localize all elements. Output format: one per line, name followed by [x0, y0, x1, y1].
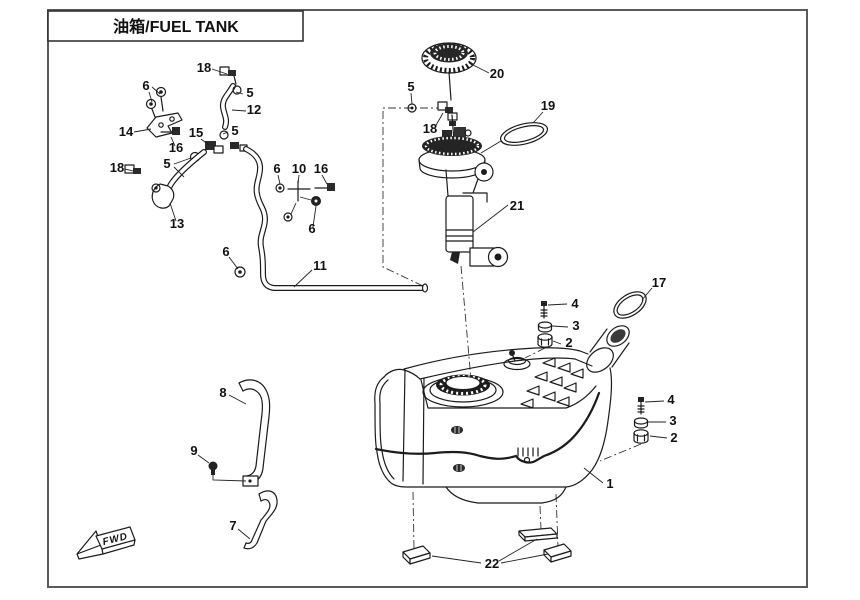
- clamp-icon: [234, 266, 246, 278]
- callout-label-8: 8: [219, 385, 226, 400]
- fastener-stack-right: [633, 397, 649, 444]
- callout-label-18: 18: [423, 121, 437, 136]
- grommet-icon: [145, 98, 157, 110]
- callout-label-7: 7: [229, 518, 236, 533]
- fuel-hose-11: [234, 146, 429, 293]
- tank-rib-wedges: [520, 357, 584, 409]
- callout-label-5: 5: [246, 85, 253, 100]
- mount-strap-short: [243, 490, 278, 550]
- callout-label-5: 5: [231, 123, 238, 138]
- callout-label-12: 12: [247, 102, 261, 117]
- callout-label-17: 17: [652, 275, 666, 290]
- callout-label-3: 3: [572, 318, 579, 333]
- title-block: 油箱/FUEL TANK: [47, 10, 304, 42]
- callout-label-1: 1: [606, 476, 613, 491]
- callout-label-6: 6: [308, 221, 315, 236]
- rubber-pads: [402, 527, 572, 565]
- callout-label-5: 5: [407, 79, 414, 94]
- strap-bolt: [208, 461, 247, 482]
- pump-seal-ring: [480, 122, 549, 154]
- grommet-icon: [151, 183, 161, 193]
- callout-label-11: 11: [313, 258, 327, 273]
- fuel-cap: [421, 42, 477, 101]
- callout-label-6: 6: [142, 78, 149, 93]
- fwd-direction-marker: FWD: [76, 526, 136, 560]
- clamp-icon: [232, 85, 242, 95]
- callout-label-16: 16: [314, 161, 328, 176]
- callout-label-9: 9: [190, 443, 197, 458]
- callout-label-18: 18: [197, 60, 211, 75]
- callout-label-5: 5: [163, 156, 170, 171]
- callout-label-2: 2: [565, 335, 572, 350]
- page-title: 油箱/FUEL TANK: [113, 17, 239, 36]
- callout-label-10: 10: [292, 161, 306, 176]
- callout-label-15: 15: [189, 125, 203, 140]
- callout-label-4: 4: [667, 392, 675, 407]
- callout-label-21: 21: [510, 198, 524, 213]
- callout-label-2: 2: [670, 430, 677, 445]
- callout-label-13: 13: [170, 216, 184, 231]
- fastener-stack-left: [537, 301, 553, 348]
- page-border: [47, 9, 808, 588]
- molded-mark: [451, 426, 463, 434]
- leader-lines: [124, 62, 668, 564]
- fuel-tank-body: [374, 325, 630, 504]
- callout-label-6: 6: [222, 244, 229, 259]
- callout-label-18: 18: [110, 160, 124, 175]
- construction-lines: [382, 107, 642, 550]
- callout-label-20: 20: [490, 66, 504, 81]
- vent-hose-fittings-cluster: [124, 66, 335, 222]
- grommet-icon: [283, 212, 293, 222]
- filler-neck-seal: [613, 291, 647, 319]
- molded-mark: [453, 464, 465, 472]
- grommet-icon: [311, 196, 321, 206]
- callout-label-16: 16: [169, 140, 183, 155]
- callout-label-19: 19: [541, 98, 555, 113]
- callout-label-6: 6: [273, 161, 280, 176]
- callout-label-3: 3: [669, 413, 676, 428]
- title-box: [47, 10, 304, 42]
- callout-label-14: 14: [119, 124, 134, 139]
- fuel-pump-assembly: [418, 127, 509, 268]
- callout-label-4: 4: [571, 296, 579, 311]
- callout-label-22: 22: [485, 556, 499, 571]
- grommet-icon: [275, 183, 285, 193]
- mount-strap-long: [238, 379, 271, 487]
- callout-labels: 18 6 5 12 14 15 5 16 18 5 13 6 10 16 6 6…: [110, 60, 678, 571]
- clamp-icon: [219, 130, 229, 140]
